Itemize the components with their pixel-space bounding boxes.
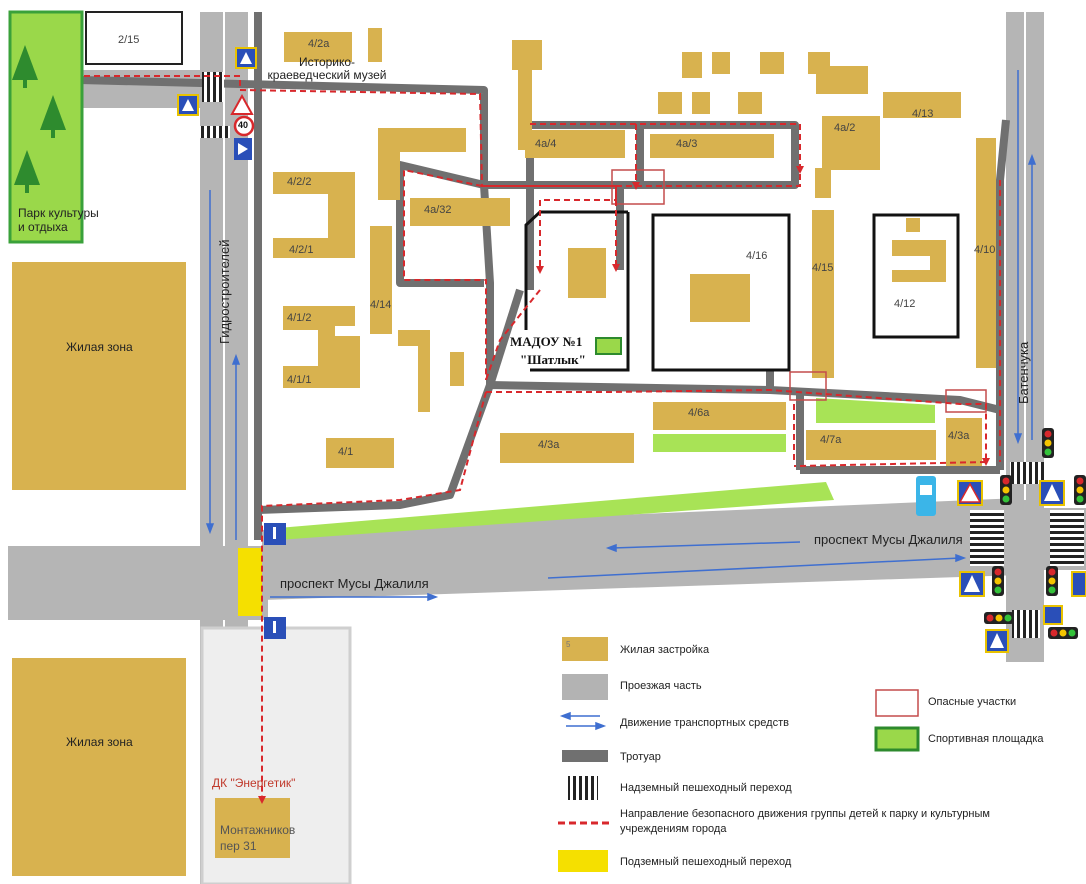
pedestrian-underpass-sign-icon bbox=[264, 617, 286, 639]
legend-underpass-label: Подземный пешеходный переход bbox=[620, 856, 792, 868]
legend-traffic-arrows bbox=[559, 711, 607, 731]
label-4a-4: 4а/4 bbox=[535, 138, 557, 150]
label-street-musy-left: проспект Мусы Джалиля bbox=[280, 576, 429, 591]
tree-icon bbox=[12, 45, 66, 193]
legend-building-sample: 5 bbox=[566, 640, 571, 649]
label-residential-top: Жилая зона bbox=[66, 340, 133, 354]
label-dou-title: "Шатлык" bbox=[520, 352, 586, 367]
crosswalk-sign-icon bbox=[959, 571, 985, 597]
label-montazh: Монтажников пер 31 bbox=[220, 823, 296, 853]
label-4-15: 4/15 bbox=[812, 262, 834, 274]
label-4a-3: 4а/3 bbox=[676, 138, 698, 150]
sport-dou bbox=[595, 337, 622, 355]
crossing-musy-west bbox=[970, 510, 1004, 566]
label-dou-name: МАДОУ №1 bbox=[510, 334, 583, 349]
legend-sidewalk-swatch bbox=[562, 750, 608, 762]
building-montazh bbox=[215, 798, 290, 858]
label-4-1-1: 4/1/1 bbox=[287, 374, 312, 386]
crossing-gidro bbox=[200, 126, 230, 138]
zone-residential-top bbox=[12, 262, 186, 490]
label-4-2-2: 4/2/2 bbox=[287, 176, 312, 188]
road-musy-left bbox=[8, 546, 268, 620]
legend-traffic-label: Движение транспортных средств bbox=[620, 717, 789, 729]
legend-building-label: Жилая застройка bbox=[620, 644, 710, 656]
label-street-batenchuka: Батенчука bbox=[1016, 341, 1031, 404]
label-street-gidrostroiteley: Гидростроителей bbox=[217, 239, 232, 344]
crosswalk-sign-icon bbox=[235, 47, 257, 69]
label-4-2-1: 4/2/1 bbox=[289, 244, 314, 256]
crossing-top-left bbox=[202, 72, 224, 102]
legend-road-swatch bbox=[562, 674, 608, 700]
direction-sign-icon bbox=[1043, 605, 1063, 625]
safe-route bbox=[84, 75, 1001, 800]
label-energetik: ДК "Энергетик" bbox=[212, 776, 296, 790]
building-4-16 bbox=[690, 274, 750, 322]
label-museum: Историко-краеведческий музей bbox=[267, 55, 387, 82]
sport-strip-4-6a bbox=[653, 434, 786, 452]
route-arrowheads bbox=[258, 166, 990, 804]
block-dou bbox=[524, 210, 630, 372]
label-4-1: 4/1 bbox=[338, 446, 354, 458]
traffic-light-icon bbox=[1048, 627, 1078, 639]
label-4a-2: 4а/2 bbox=[834, 122, 856, 134]
pedestrian-underpass-sign-icon bbox=[264, 523, 286, 545]
crosswalk-sign-icon bbox=[1071, 571, 1086, 597]
sport-strip-south bbox=[278, 482, 834, 540]
legend-sport-label: Спортивная площадка bbox=[928, 733, 1044, 745]
speed-limit-icon bbox=[233, 115, 255, 137]
label-park: Парк культуры и отдыха bbox=[18, 206, 99, 234]
legend bbox=[558, 637, 920, 872]
traffic-light-icon bbox=[1042, 428, 1054, 458]
building-4-12b bbox=[906, 218, 920, 232]
crosswalk-sign-icon bbox=[1039, 480, 1065, 506]
legend-crossing-swatch bbox=[568, 776, 598, 800]
label-4-10: 4/10 bbox=[974, 244, 996, 256]
crosswalk-sign-icon bbox=[177, 94, 199, 116]
building-dou bbox=[568, 248, 606, 298]
traffic-light-icon bbox=[1046, 566, 1058, 596]
traffic-light-icon bbox=[984, 612, 1014, 624]
speed-limit-value: 40 bbox=[238, 120, 249, 130]
label-4-3a-small: 4/3а bbox=[948, 430, 970, 442]
legend-road-label: Проезжая часть bbox=[620, 680, 702, 692]
crossing-musy-east bbox=[1050, 510, 1084, 566]
label-4-2a: 4/2а bbox=[308, 38, 330, 50]
label-4-3a: 4/3а bbox=[538, 439, 560, 451]
legend-crossing-label: Надземный пешеходный переход bbox=[620, 782, 792, 794]
children-warning-icon bbox=[957, 480, 983, 506]
zone-residential-bottom bbox=[12, 658, 186, 876]
bus-stop-icon bbox=[916, 476, 936, 516]
label-4-14: 4/14 bbox=[370, 299, 392, 311]
label-residential-bottom: Жилая зона bbox=[66, 735, 133, 749]
legend-underpass-swatch bbox=[558, 850, 608, 872]
legend-building-swatch bbox=[562, 637, 608, 661]
legend-danger-label: Опасные участки bbox=[928, 696, 1017, 708]
label-4-13: 4/13 bbox=[912, 108, 934, 120]
building-4-12 bbox=[892, 240, 946, 282]
legend-sidewalk-label: Тротуар bbox=[620, 751, 661, 763]
label-4-1-2: 4/1/2 bbox=[287, 312, 312, 324]
crossing-batenchuka-bottom bbox=[1012, 610, 1040, 638]
crossing-batenchuka-top bbox=[1010, 462, 1044, 484]
label-4-16: 4/16 bbox=[746, 250, 768, 262]
label-4a-32: 4а/32 bbox=[424, 204, 452, 216]
label-4-7a: 4/7а bbox=[820, 434, 842, 446]
traffic-light-icon bbox=[1074, 475, 1086, 505]
children-warning-icon bbox=[230, 93, 254, 115]
legend-sport-swatch bbox=[874, 726, 920, 752]
sport-strip-east bbox=[816, 398, 935, 423]
traffic-light-icon bbox=[1000, 475, 1012, 505]
underpass bbox=[238, 548, 262, 616]
traffic-light-icon bbox=[992, 566, 1004, 596]
crosswalk-sign-icon bbox=[985, 629, 1009, 653]
legend-route-label: Направление безопасного движения группы … bbox=[620, 808, 990, 835]
label-4-6a: 4/6а bbox=[688, 407, 710, 419]
one-way-sign-icon bbox=[234, 138, 252, 160]
traffic-arrows bbox=[205, 70, 1037, 602]
label-4-12: 4/12 bbox=[894, 298, 916, 310]
label-street-musy-right: проспект Мусы Джалиля bbox=[814, 532, 963, 547]
label-2-15: 2/15 bbox=[118, 34, 140, 46]
legend-danger-swatch bbox=[875, 689, 919, 717]
